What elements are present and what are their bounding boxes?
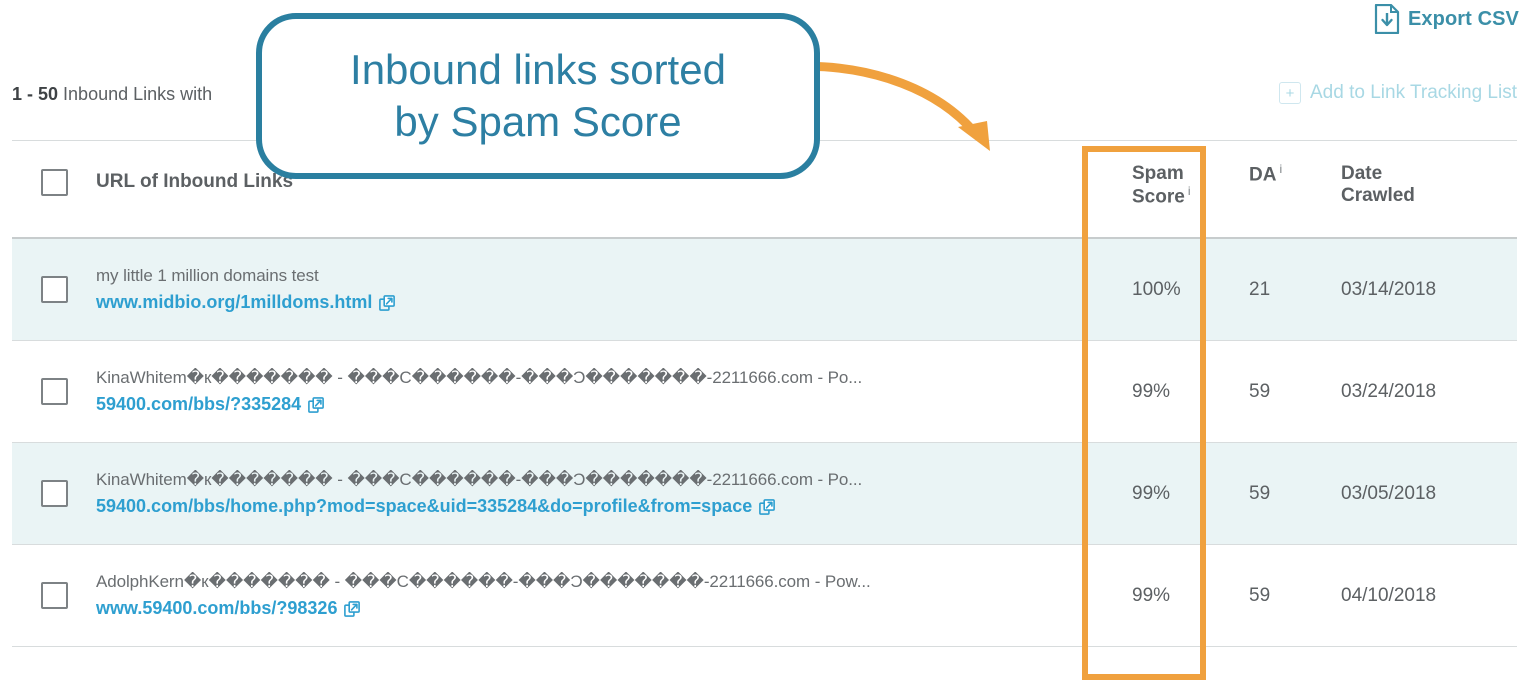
row-divider <box>12 340 1517 341</box>
results-subheader: 1 - 50 Inbound Links with + Add to Link … <box>12 82 1517 118</box>
link-url[interactable]: 59400.com/bbs/?335284 <box>96 394 302 414</box>
link-title: my little 1 million domains test <box>96 266 319 285</box>
column-header-url-label: URL of Inbound Links <box>96 171 294 192</box>
row-url-cell: KinaWhitem�к������� - ���C������-���Ɔ���… <box>96 470 1104 517</box>
add-to-link-tracking-list-label: Add to Link Tracking List <box>1310 82 1517 103</box>
column-header-spam-score-line2: Score <box>1132 186 1185 208</box>
row-select-cell <box>12 276 96 303</box>
link-url[interactable]: www.midbio.org/1milldoms.html <box>96 292 373 312</box>
select-all-checkbox[interactable] <box>40 169 68 196</box>
link-url-line[interactable]: www.midbio.org/1milldoms.html <box>96 292 1084 313</box>
row-spam-score: 99% <box>1132 482 1171 504</box>
table-row[interactable]: AdolphKern�к������� - ���C������-���Ɔ���… <box>12 545 1517 646</box>
link-title: AdolphKern�к������� - ���C������-���Ɔ���… <box>96 572 871 591</box>
table-header-divider <box>12 237 1517 239</box>
row-divider <box>12 646 1517 647</box>
table-row[interactable]: KinaWhitem�к������� - ���C������-���Ɔ���… <box>12 443 1517 544</box>
row-divider <box>12 544 1517 545</box>
download-file-icon <box>1374 3 1400 35</box>
row-url-cell: AdolphKern�к������� - ���C������-���Ɔ���… <box>96 572 1104 619</box>
link-title: KinaWhitem�к������� - ���C������-���Ɔ���… <box>96 470 863 489</box>
external-link-icon[interactable] <box>759 498 776 515</box>
row-checkbox[interactable] <box>40 582 68 609</box>
column-header-date-line2: Crawled <box>1341 184 1415 206</box>
results-count: 1 - 50 Inbound Links with <box>12 84 212 105</box>
row-da: 21 <box>1249 278 1271 300</box>
callout-text: Inbound links sorted by Spam Score <box>350 45 726 146</box>
results-label: Inbound Links with <box>63 84 213 104</box>
row-select-cell <box>12 582 96 609</box>
select-all-cell <box>12 141 96 196</box>
row-da: 59 <box>1249 584 1271 606</box>
row-url-cell: my little 1 million domains test www.midb… <box>96 266 1104 313</box>
add-to-link-tracking-list-button[interactable]: + Add to Link Tracking List <box>1279 82 1517 104</box>
column-header-da-label: DA <box>1249 164 1277 186</box>
table-row[interactable]: my little 1 million domains test www.midb… <box>12 239 1517 340</box>
results-range: 1 - 50 <box>12 84 59 104</box>
column-header-url[interactable]: URL of Inbound Links <box>96 141 1104 193</box>
column-header-date-line1: Date <box>1341 163 1383 184</box>
row-checkbox[interactable] <box>40 480 68 507</box>
row-divider <box>12 442 1517 443</box>
external-link-icon[interactable] <box>308 396 325 413</box>
row-date-crawled: 03/14/2018 <box>1341 278 1437 300</box>
link-url[interactable]: www.59400.com/bbs/?98326 <box>96 598 338 618</box>
external-link-icon[interactable] <box>379 294 396 311</box>
row-spam-score: 100% <box>1132 278 1181 300</box>
link-url-line[interactable]: 59400.com/bbs/home.php?mod=space&uid=335… <box>96 496 1084 517</box>
row-spam-score: 99% <box>1132 584 1171 606</box>
row-spam-score: 99% <box>1132 380 1171 402</box>
row-da: 59 <box>1249 380 1271 402</box>
link-url-line[interactable]: www.59400.com/bbs/?98326 <box>96 598 1084 619</box>
plus-icon: + <box>1279 82 1301 104</box>
row-select-cell <box>12 480 96 507</box>
row-checkbox[interactable] <box>40 276 68 303</box>
table-body: my little 1 million domains test www.midb… <box>12 239 1517 647</box>
external-link-icon[interactable] <box>344 600 361 617</box>
callout-bubble: Inbound links sorted by Spam Score <box>256 13 820 179</box>
column-header-spam-score-line1: Spam <box>1132 163 1184 184</box>
link-title: KinaWhitem�к������� - ���C������-���Ɔ���… <box>96 368 863 387</box>
spam-score-info-icon[interactable]: i <box>1187 183 1191 198</box>
table-row[interactable]: KinaWhitem�к������� - ���C������-���Ɔ���… <box>12 341 1517 442</box>
row-da: 59 <box>1249 482 1271 504</box>
row-url-cell: KinaWhitem�к������� - ���C������-���Ɔ���… <box>96 368 1104 415</box>
link-url[interactable]: 59400.com/bbs/home.php?mod=space&uid=335… <box>96 496 753 516</box>
row-date-crawled: 04/10/2018 <box>1341 584 1437 606</box>
da-info-icon[interactable]: i <box>1279 162 1283 176</box>
link-url-line[interactable]: 59400.com/bbs/?335284 <box>96 394 1084 415</box>
row-date-crawled: 03/05/2018 <box>1341 482 1437 504</box>
row-select-cell <box>12 378 96 405</box>
export-csv-button[interactable]: Export CSV <box>1374 3 1519 35</box>
column-header-date-crawled[interactable]: Date Crawled <box>1317 141 1517 207</box>
row-checkbox[interactable] <box>40 378 68 405</box>
row-date-crawled: 03/24/2018 <box>1341 380 1437 402</box>
export-csv-label: Export CSV <box>1407 7 1519 30</box>
